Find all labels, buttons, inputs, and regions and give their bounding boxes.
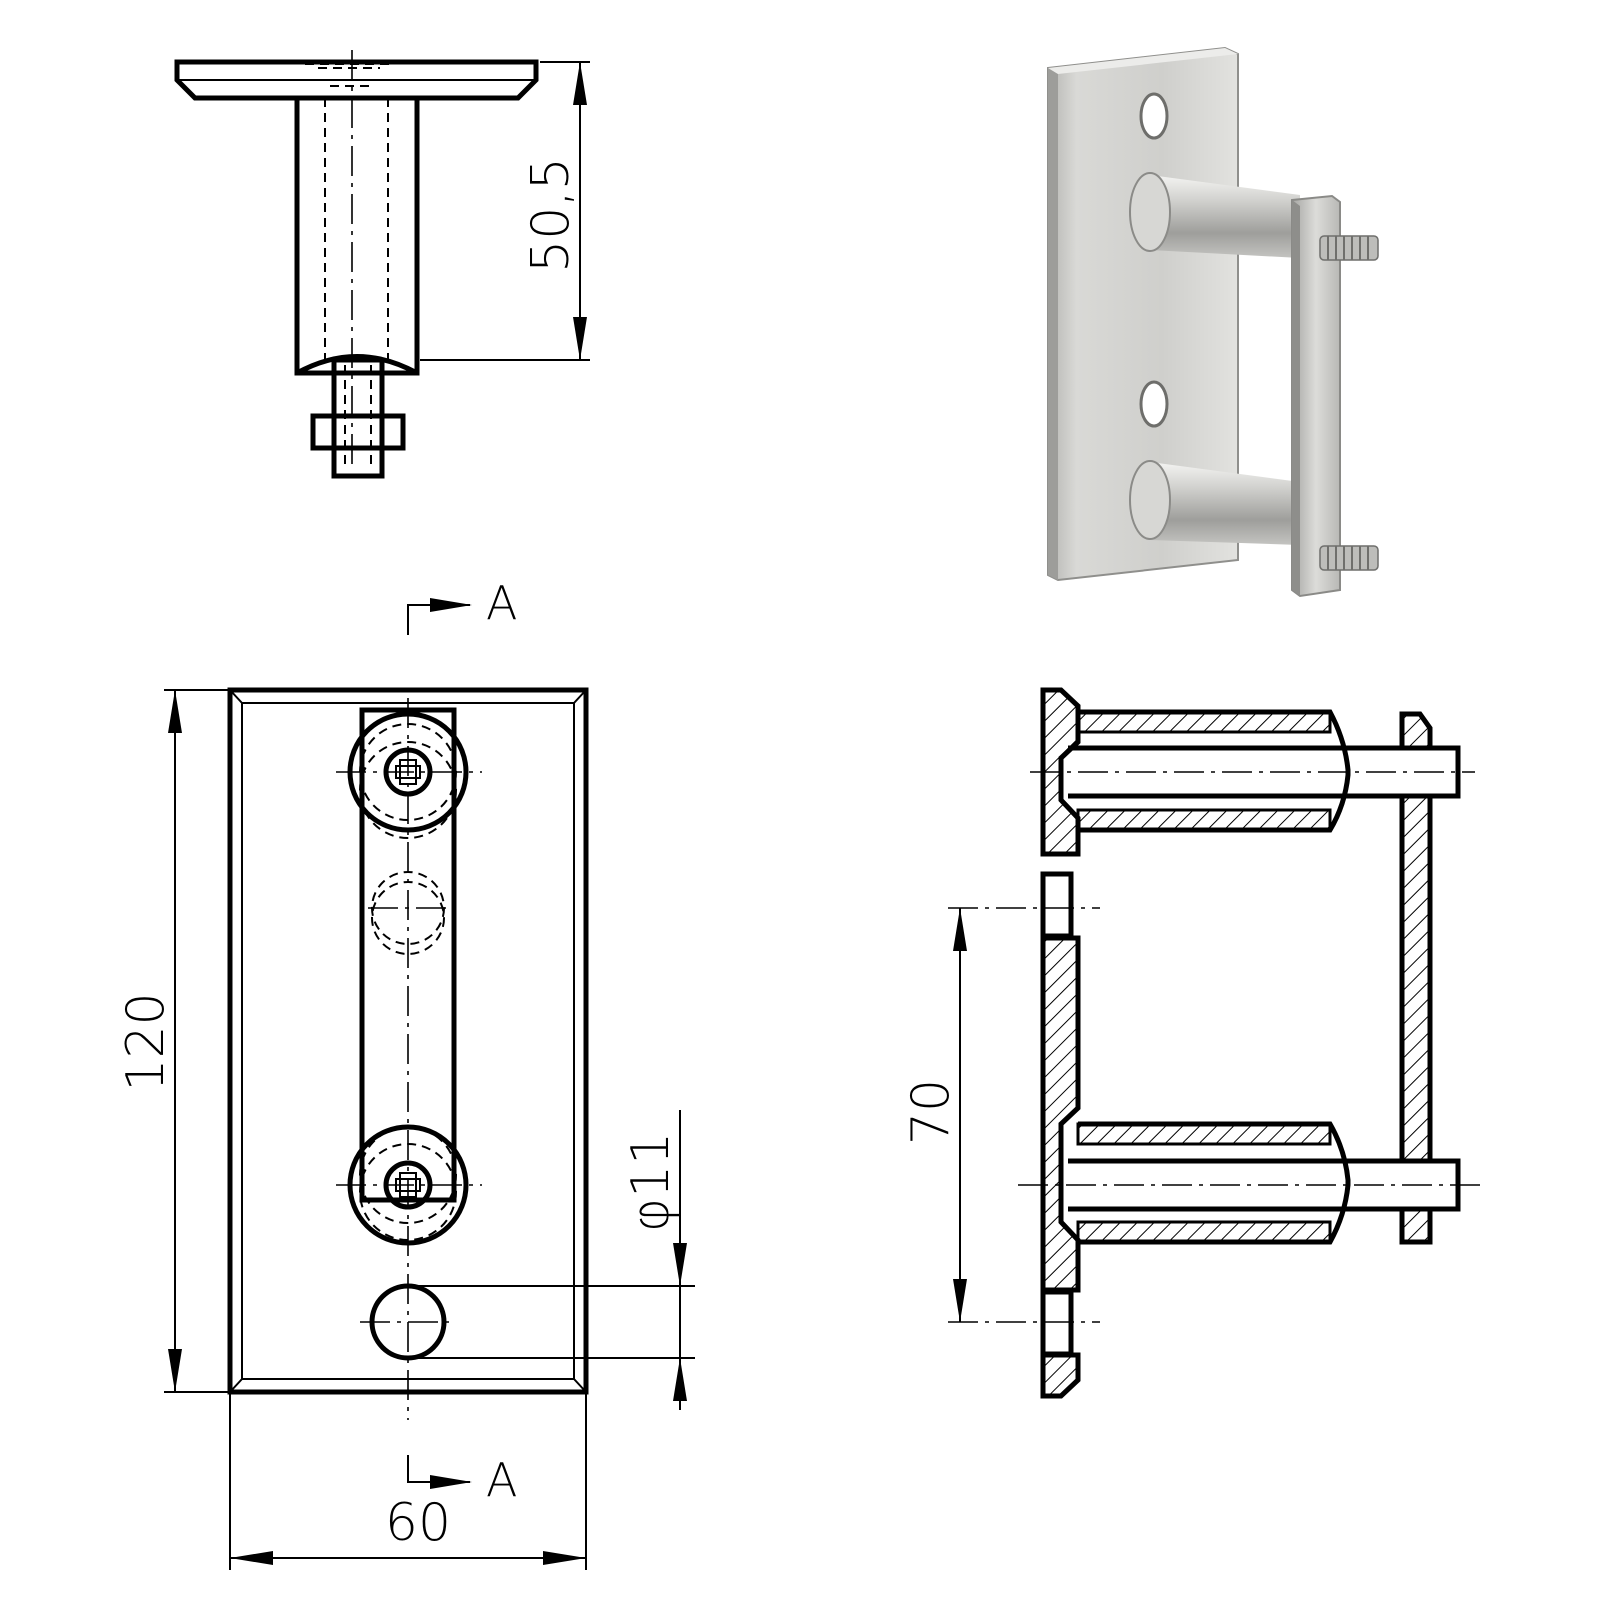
front-view: A 12 bbox=[116, 576, 695, 1570]
section-label-bottom: A bbox=[486, 1453, 517, 1507]
section-label-top: A bbox=[486, 576, 517, 630]
section-view: 70 bbox=[901, 687, 1485, 1399]
top-view: 50,5 bbox=[174, 50, 590, 479]
dimension-height-plate: 120 bbox=[116, 992, 176, 1091]
product-photo bbox=[1047, 46, 1379, 598]
dimension-hole-diameter: φ11 bbox=[621, 1132, 681, 1232]
dimension-width-plate: 60 bbox=[385, 1493, 451, 1553]
dimension-length-tube: 50,5 bbox=[521, 157, 581, 273]
dimension-hole-spacing: 70 bbox=[901, 1079, 961, 1145]
